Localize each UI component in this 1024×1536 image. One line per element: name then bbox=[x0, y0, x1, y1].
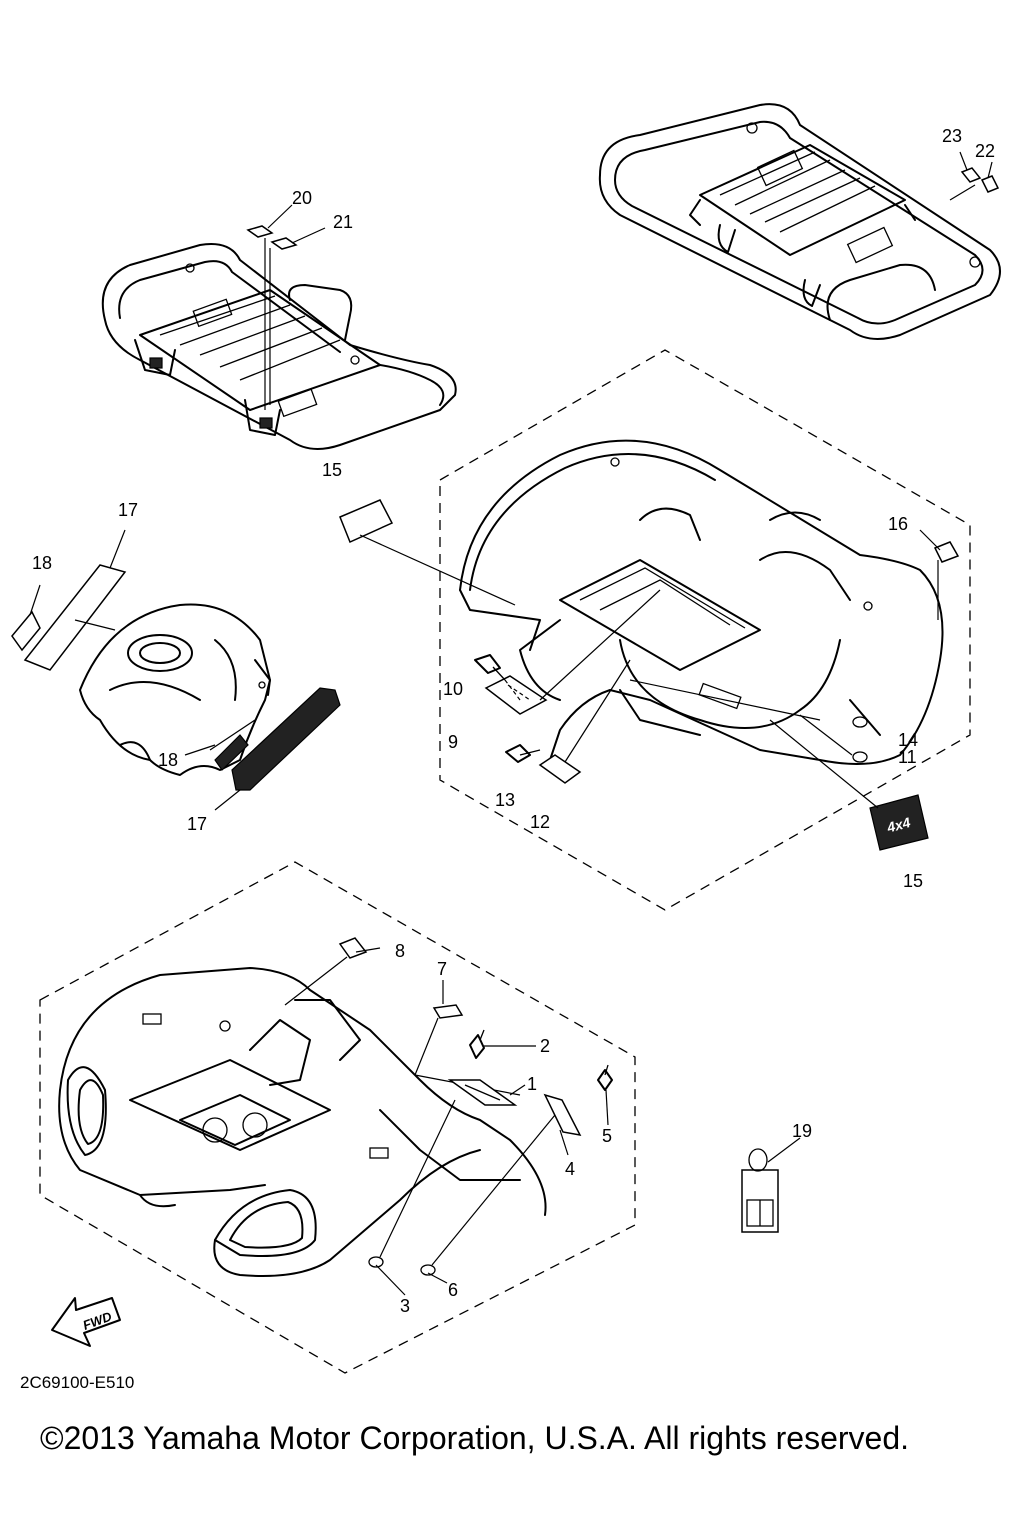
label-5: 5 bbox=[602, 1126, 612, 1146]
label-1: 1 bbox=[527, 1074, 537, 1094]
label-17-upper: 17 bbox=[118, 500, 138, 520]
rear-carrier bbox=[598, 103, 1001, 340]
tag-19 bbox=[741, 1137, 801, 1233]
label-13: 13 bbox=[495, 790, 515, 810]
label-17-lower: 17 bbox=[187, 814, 207, 834]
label-21: 21 bbox=[333, 212, 353, 232]
label-19: 19 bbox=[792, 1121, 812, 1141]
label-11: 11 bbox=[898, 747, 917, 767]
rear-fender-group bbox=[439, 349, 971, 911]
svg-text:4x4: 4x4 bbox=[884, 814, 912, 836]
label-14: 14 bbox=[898, 730, 918, 750]
decal-22-23 bbox=[949, 151, 1000, 201]
fwd-arrow: FWD bbox=[51, 1297, 121, 1347]
fwd-arrow-text: FWD bbox=[81, 1308, 115, 1332]
label-18-lower: 18 bbox=[158, 750, 178, 770]
label-3: 3 bbox=[400, 1296, 410, 1316]
label-9: 9 bbox=[448, 732, 458, 752]
label-20: 20 bbox=[292, 188, 312, 208]
decal-15-4x4: 4x4 bbox=[769, 719, 929, 851]
label-7: 7 bbox=[437, 959, 447, 979]
label-12: 12 bbox=[530, 812, 550, 832]
label-4: 4 bbox=[565, 1159, 575, 1179]
label-16: 16 bbox=[888, 514, 908, 534]
copyright-notice: ©2013 Yamaha Motor Corporation, U.S.A. A… bbox=[40, 1420, 909, 1456]
decal-15-upper bbox=[339, 499, 516, 606]
front-carrier bbox=[101, 243, 457, 450]
label-18-upper: 18 bbox=[32, 553, 52, 573]
label-23: 23 bbox=[942, 126, 962, 146]
callout-labels: 1 2 3 4 5 6 7 8 9 10 11 12 13 14 15 15 1… bbox=[32, 126, 995, 1316]
decal-16 bbox=[919, 529, 960, 620]
parts-1-8 bbox=[284, 937, 613, 1296]
diagram-code: 2C69100-E510 bbox=[20, 1373, 134, 1392]
decal-20-21 bbox=[246, 204, 326, 410]
label-8: 8 bbox=[395, 941, 405, 961]
decal-17-18-upper bbox=[11, 529, 127, 671]
parts-9-14 bbox=[474, 589, 868, 784]
label-2: 2 bbox=[540, 1036, 550, 1056]
label-15-upper: 15 bbox=[322, 460, 342, 480]
label-22: 22 bbox=[975, 141, 995, 161]
tank-cover bbox=[79, 603, 271, 776]
front-fender-group bbox=[39, 861, 636, 1374]
label-10: 10 bbox=[443, 679, 463, 699]
label-15-lower: 15 bbox=[903, 871, 923, 891]
label-6: 6 bbox=[448, 1280, 458, 1300]
